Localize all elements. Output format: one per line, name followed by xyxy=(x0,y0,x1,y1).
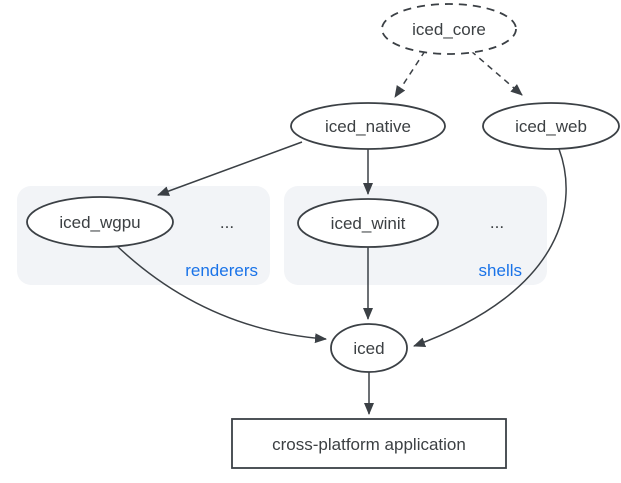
node-iced-winit-label: iced_winit xyxy=(331,214,406,233)
node-iced-native-label: iced_native xyxy=(325,117,411,136)
node-iced-winit-shape xyxy=(297,198,439,248)
edge-iced-core-to-iced-web xyxy=(470,50,523,96)
node-iced-web-label: iced_web xyxy=(515,117,587,136)
edge-iced-native-to-iced-wgpu xyxy=(157,141,303,196)
node-iced-wgpu-shape xyxy=(26,196,174,248)
renderers-ellipsis: ... xyxy=(220,213,234,232)
node-iced-wgpu-label: iced_wgpu xyxy=(59,213,140,232)
node-app-shape xyxy=(231,418,507,469)
shells-group-label: shells xyxy=(479,261,522,280)
node-iced-label: iced xyxy=(353,339,384,358)
edge-iced-wgpu-to-iced xyxy=(115,244,327,344)
edge-iced-web-to-iced xyxy=(413,148,567,347)
node-iced-core-shape xyxy=(381,3,517,55)
edge-iced-core-to-iced-native xyxy=(394,50,426,98)
node-iced-native-shape xyxy=(290,102,446,150)
node-app-label: cross-platform application xyxy=(272,435,466,454)
node-iced-web-shape xyxy=(482,102,620,150)
node-iced-core-label: iced_core xyxy=(412,20,486,39)
shells-ellipsis: ... xyxy=(490,213,504,232)
renderers-group-label: renderers xyxy=(185,261,258,280)
node-iced-shape xyxy=(330,323,408,373)
